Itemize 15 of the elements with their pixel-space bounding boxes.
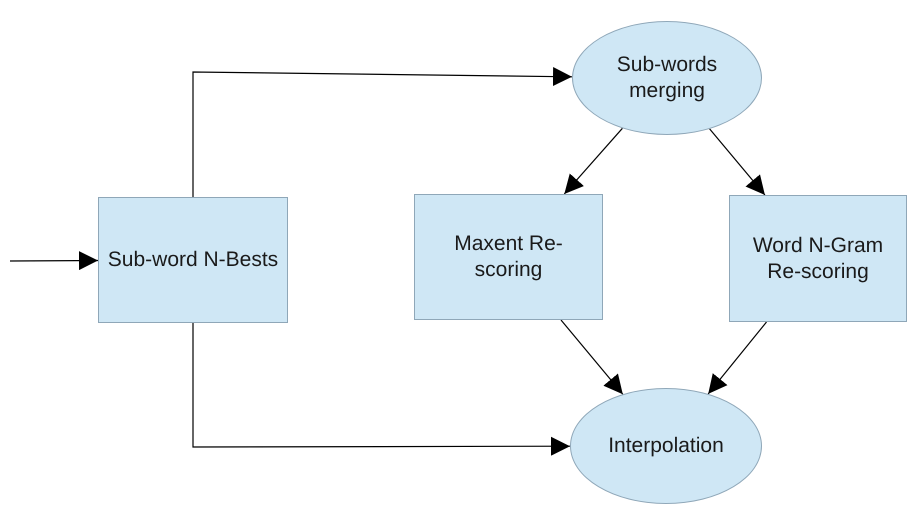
process-box <box>98 197 288 323</box>
node-label: Sub-word N-Bests <box>106 247 280 273</box>
arrow <box>192 323 570 456</box>
arrow <box>709 128 766 196</box>
node-label: Interpolation <box>607 433 725 459</box>
arrow <box>192 67 572 197</box>
node-label: Sub-words merging <box>616 52 718 104</box>
process-box <box>729 195 907 322</box>
arrow <box>560 320 624 395</box>
process-box <box>414 194 603 320</box>
arrow <box>708 322 767 394</box>
node-label: Maxent Re-scoring <box>453 231 564 283</box>
arrow <box>564 128 623 194</box>
arrow <box>10 251 98 270</box>
node-label: Word N-Gram Re-scoring <box>752 232 884 284</box>
